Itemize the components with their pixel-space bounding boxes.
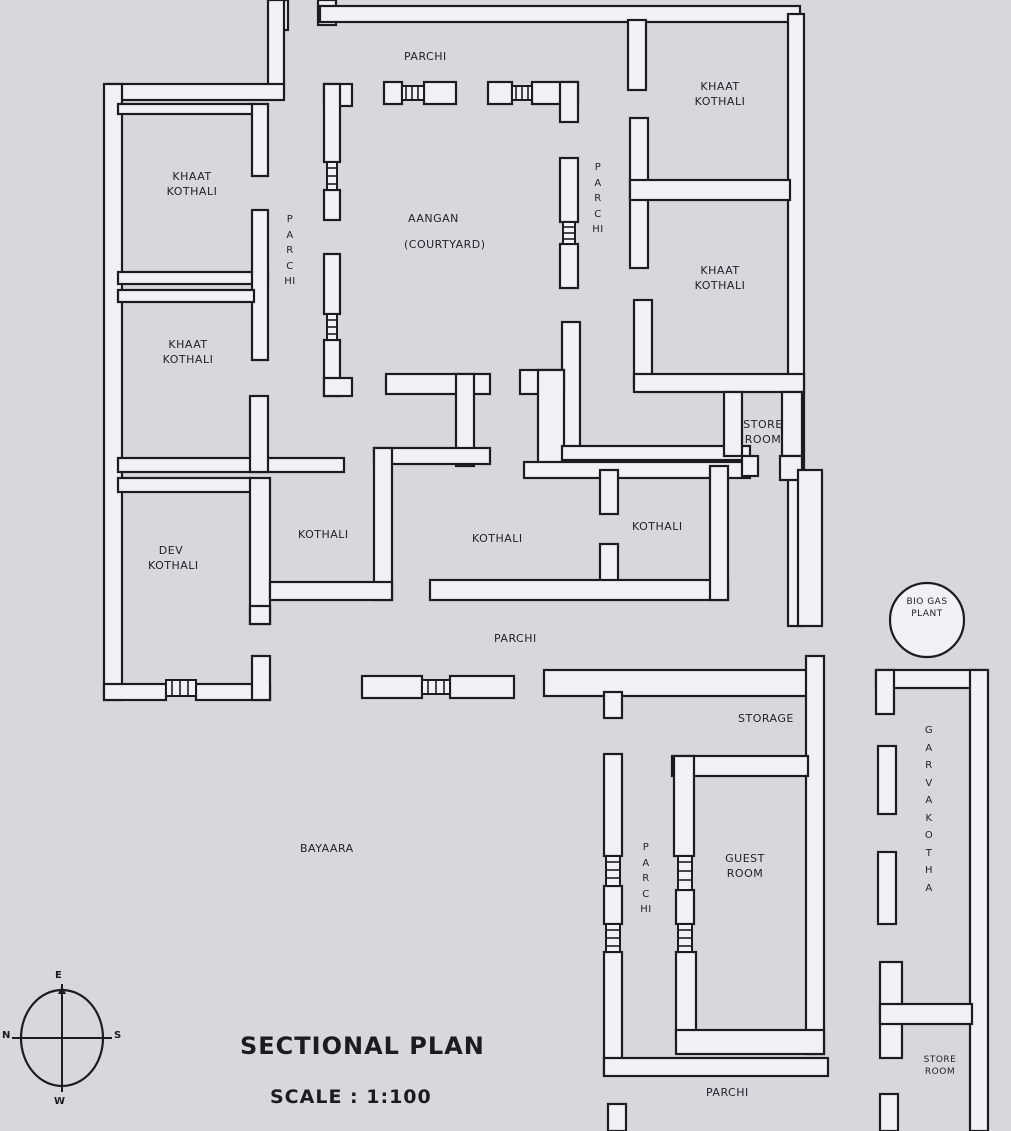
label-guest-room: GUEST ROOM [725, 852, 765, 880]
label-biogas-plant: BIO GAS PLANT [906, 597, 948, 620]
wall [116, 476, 254, 494]
label-parchi-right-vertical: PARCHI [592, 162, 604, 235]
wall [968, 668, 990, 1131]
wall [486, 80, 514, 106]
wall [428, 578, 730, 602]
label-aangan: AANGAN [408, 212, 459, 225]
compass-top-letter: E [55, 970, 62, 981]
wall [322, 376, 354, 398]
wall [876, 744, 898, 816]
label-garva-kotha: GARVA KOTHA [924, 725, 934, 894]
label-parchi-mid: PARCHI [494, 632, 537, 645]
plan-title: SECTIONAL PLAN [240, 1032, 485, 1060]
wall [598, 468, 620, 516]
compass-right-letter: S [114, 1030, 122, 1041]
wall [250, 654, 272, 702]
wall [632, 372, 806, 394]
wall [248, 394, 270, 474]
label-dev-kothali: DEV KOTHALI [148, 544, 199, 572]
wall [560, 444, 752, 462]
wall [778, 454, 804, 482]
wall [722, 390, 744, 458]
wall [878, 1002, 974, 1026]
wall [322, 252, 342, 316]
compass-bottom-letter: W [54, 1096, 66, 1107]
wall [558, 242, 580, 290]
label-parchi-guest-vertical: PARCHI [640, 842, 652, 915]
wall [106, 82, 286, 102]
wall [874, 668, 896, 716]
wall [102, 682, 168, 702]
biogas-plant-circle [888, 581, 966, 659]
label-khaat-kothali-top-left: KHAAT KOTHALI [166, 170, 218, 198]
door [677, 855, 693, 891]
wall [708, 464, 730, 602]
wall [268, 580, 394, 602]
wall [536, 368, 566, 466]
wall [628, 178, 792, 202]
wall [602, 884, 624, 926]
wall [116, 270, 270, 286]
label-store-room-top: STORE ROOM [743, 418, 783, 446]
wall [674, 950, 698, 1040]
wall [674, 1028, 826, 1056]
label-store-room-bottom: STORE ROOM [923, 1055, 957, 1078]
wall [322, 82, 342, 164]
wall [322, 188, 342, 222]
label-parchi-top: PARCHI [404, 50, 447, 63]
wall [248, 476, 272, 626]
label-khaat-kothali-mid-right: KHAAT KOTHALI [694, 264, 746, 292]
compass-left-letter: N [2, 1030, 11, 1041]
label-khaat-kothali-top-right: KHAAT KOTHALI [694, 80, 746, 108]
doors [165, 85, 693, 953]
wall [448, 674, 516, 700]
wall [626, 18, 648, 92]
wall [102, 82, 124, 702]
wall [372, 446, 394, 602]
compass-icon [12, 984, 112, 1092]
wall [558, 156, 580, 224]
wall [248, 604, 272, 626]
plan-scale: SCALE : 1:100 [270, 1086, 432, 1108]
label-bayaara: BAYAARA [300, 842, 354, 855]
wall [796, 468, 824, 628]
label-khaat-kothali-mid-left: KHAAT KOTHALI [162, 338, 214, 366]
wall [116, 288, 256, 304]
label-parchi-bottom: PARCHI [706, 1086, 749, 1099]
label-parchi-left-vertical: PARCHI [284, 214, 296, 287]
wall [672, 754, 696, 858]
wall [318, 4, 802, 24]
wall [250, 102, 270, 178]
label-storage: STORAGE [738, 712, 794, 725]
wall [116, 102, 256, 116]
wall [266, 0, 286, 94]
wall [250, 208, 270, 362]
wall [360, 674, 424, 700]
label-kothali-2: KOTHALI [472, 532, 523, 545]
wall [606, 1102, 628, 1131]
walls [102, 0, 990, 1131]
door [165, 679, 197, 697]
wall [804, 654, 826, 1056]
door [605, 855, 621, 887]
label-kothali-1: KOTHALI [298, 528, 349, 541]
label-kothali-3: KOTHALI [632, 520, 683, 533]
wall [558, 80, 580, 124]
wall [422, 80, 458, 106]
wall [542, 668, 810, 698]
wall [876, 850, 898, 926]
wall [602, 690, 624, 720]
wall [878, 1092, 900, 1131]
wall [116, 456, 346, 474]
wall [670, 754, 810, 778]
wall [602, 752, 624, 858]
wall [454, 372, 476, 468]
wall [602, 1056, 830, 1078]
wall [382, 80, 404, 106]
wall [602, 950, 624, 1076]
wall [674, 888, 696, 926]
label-aangan-courtyard: (COURTYARD) [404, 238, 486, 251]
wall [740, 454, 760, 478]
